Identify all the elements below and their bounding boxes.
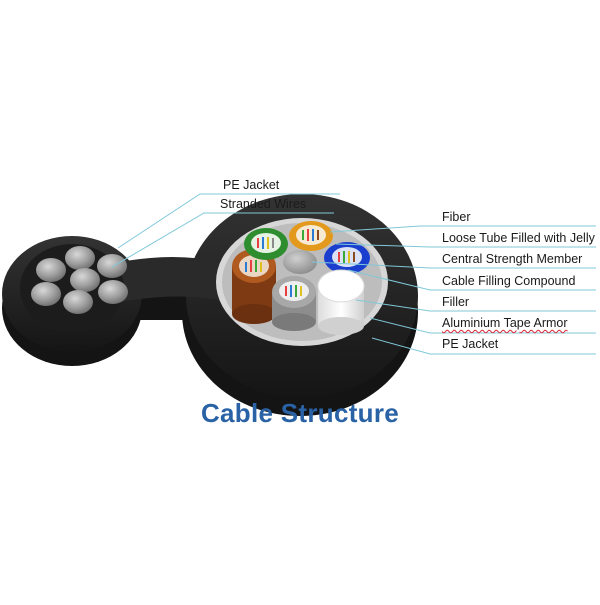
loose-tube-brown — [232, 249, 276, 324]
filler-rod — [317, 269, 365, 335]
label-filler: Filler — [442, 295, 470, 309]
label-fiber: Fiber — [442, 210, 471, 224]
label-loose-tube: Loose Tube Filled with Jelly — [442, 231, 595, 245]
label-aluminium-tape-armor: Aluminium Tape Armor — [442, 316, 568, 330]
loose-tube-blue — [324, 242, 370, 274]
label-central-strength-member: Central Strength Member — [442, 252, 583, 266]
loose-tube-gray — [272, 276, 316, 331]
central-strength-member — [283, 250, 317, 274]
leader-lines — [111, 193, 596, 355]
stranded-wires — [20, 244, 128, 332]
loose-tube-orange — [289, 221, 333, 251]
label-pe-jacket-top: PE Jacket — [223, 178, 280, 192]
label-pe-jacket-bottom: PE Jacket — [442, 337, 499, 351]
diagram-caption: Cable Structure — [200, 398, 400, 428]
label-cable-filling-compound: Cable Filling Compound — [442, 274, 576, 288]
label-stranded-wires: Stranded Wires — [220, 197, 307, 211]
loose-tube-green — [244, 228, 288, 260]
cable-core — [232, 221, 370, 335]
